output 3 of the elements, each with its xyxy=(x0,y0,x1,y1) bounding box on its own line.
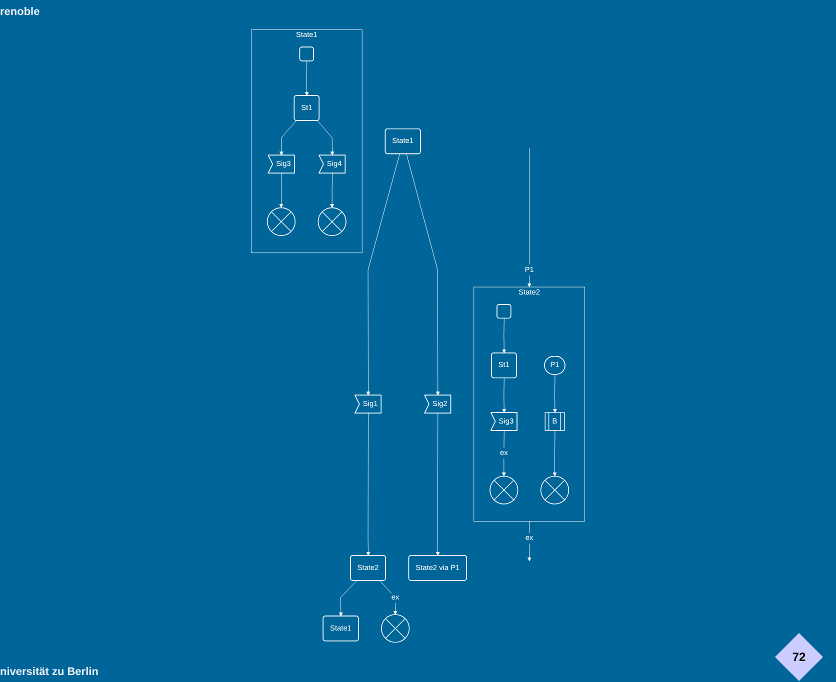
header-text: renoble xyxy=(0,6,40,18)
page-number: 72 xyxy=(791,650,807,664)
footer-text: niversität zu Berlin xyxy=(0,666,98,678)
